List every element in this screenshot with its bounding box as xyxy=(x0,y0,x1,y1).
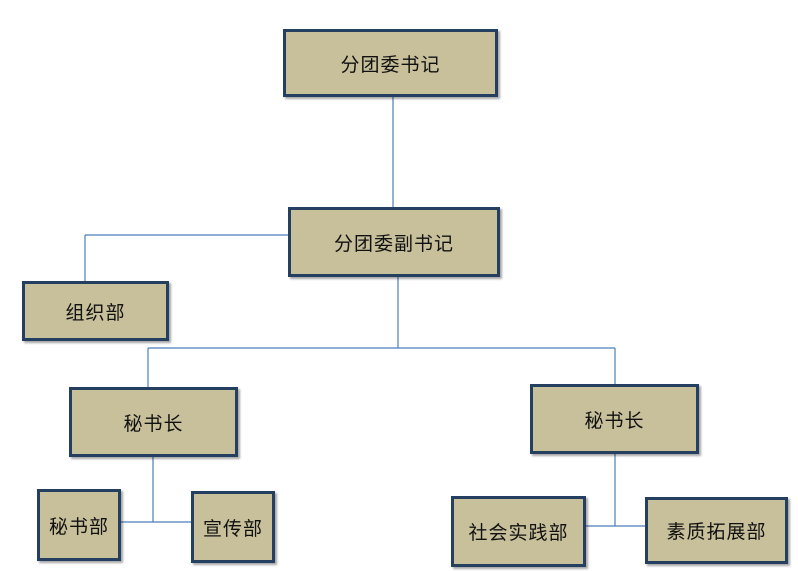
node-social-practice-dept: 社会实践部 xyxy=(451,496,586,567)
node-publicity-dept: 宣传部 xyxy=(191,491,275,563)
node-label: 宣传部 xyxy=(202,517,263,540)
node-organization-dept: 组织部 xyxy=(22,281,169,341)
node-quality-development-dept: 素质拓展部 xyxy=(645,497,788,564)
node-label: 分团委书记 xyxy=(340,53,441,76)
node-label: 秘书部 xyxy=(48,515,109,538)
node-label: 组织部 xyxy=(65,301,126,324)
node-label: 社会实践部 xyxy=(468,522,569,544)
node-secretariat-dept: 秘书部 xyxy=(37,489,121,561)
node-secretary-general-left: 秘书长 xyxy=(69,387,238,457)
node-label: 分团委副书记 xyxy=(333,232,454,255)
node-secretary-general-right: 秘书长 xyxy=(530,384,699,454)
node-branch-committee-secretary: 分团委书记 xyxy=(283,29,498,97)
node-label: 秘书长 xyxy=(584,409,645,432)
node-label: 秘书长 xyxy=(123,412,184,435)
node-label: 素质拓展部 xyxy=(666,521,767,543)
node-deputy-secretary: 分团委副书记 xyxy=(288,207,500,277)
